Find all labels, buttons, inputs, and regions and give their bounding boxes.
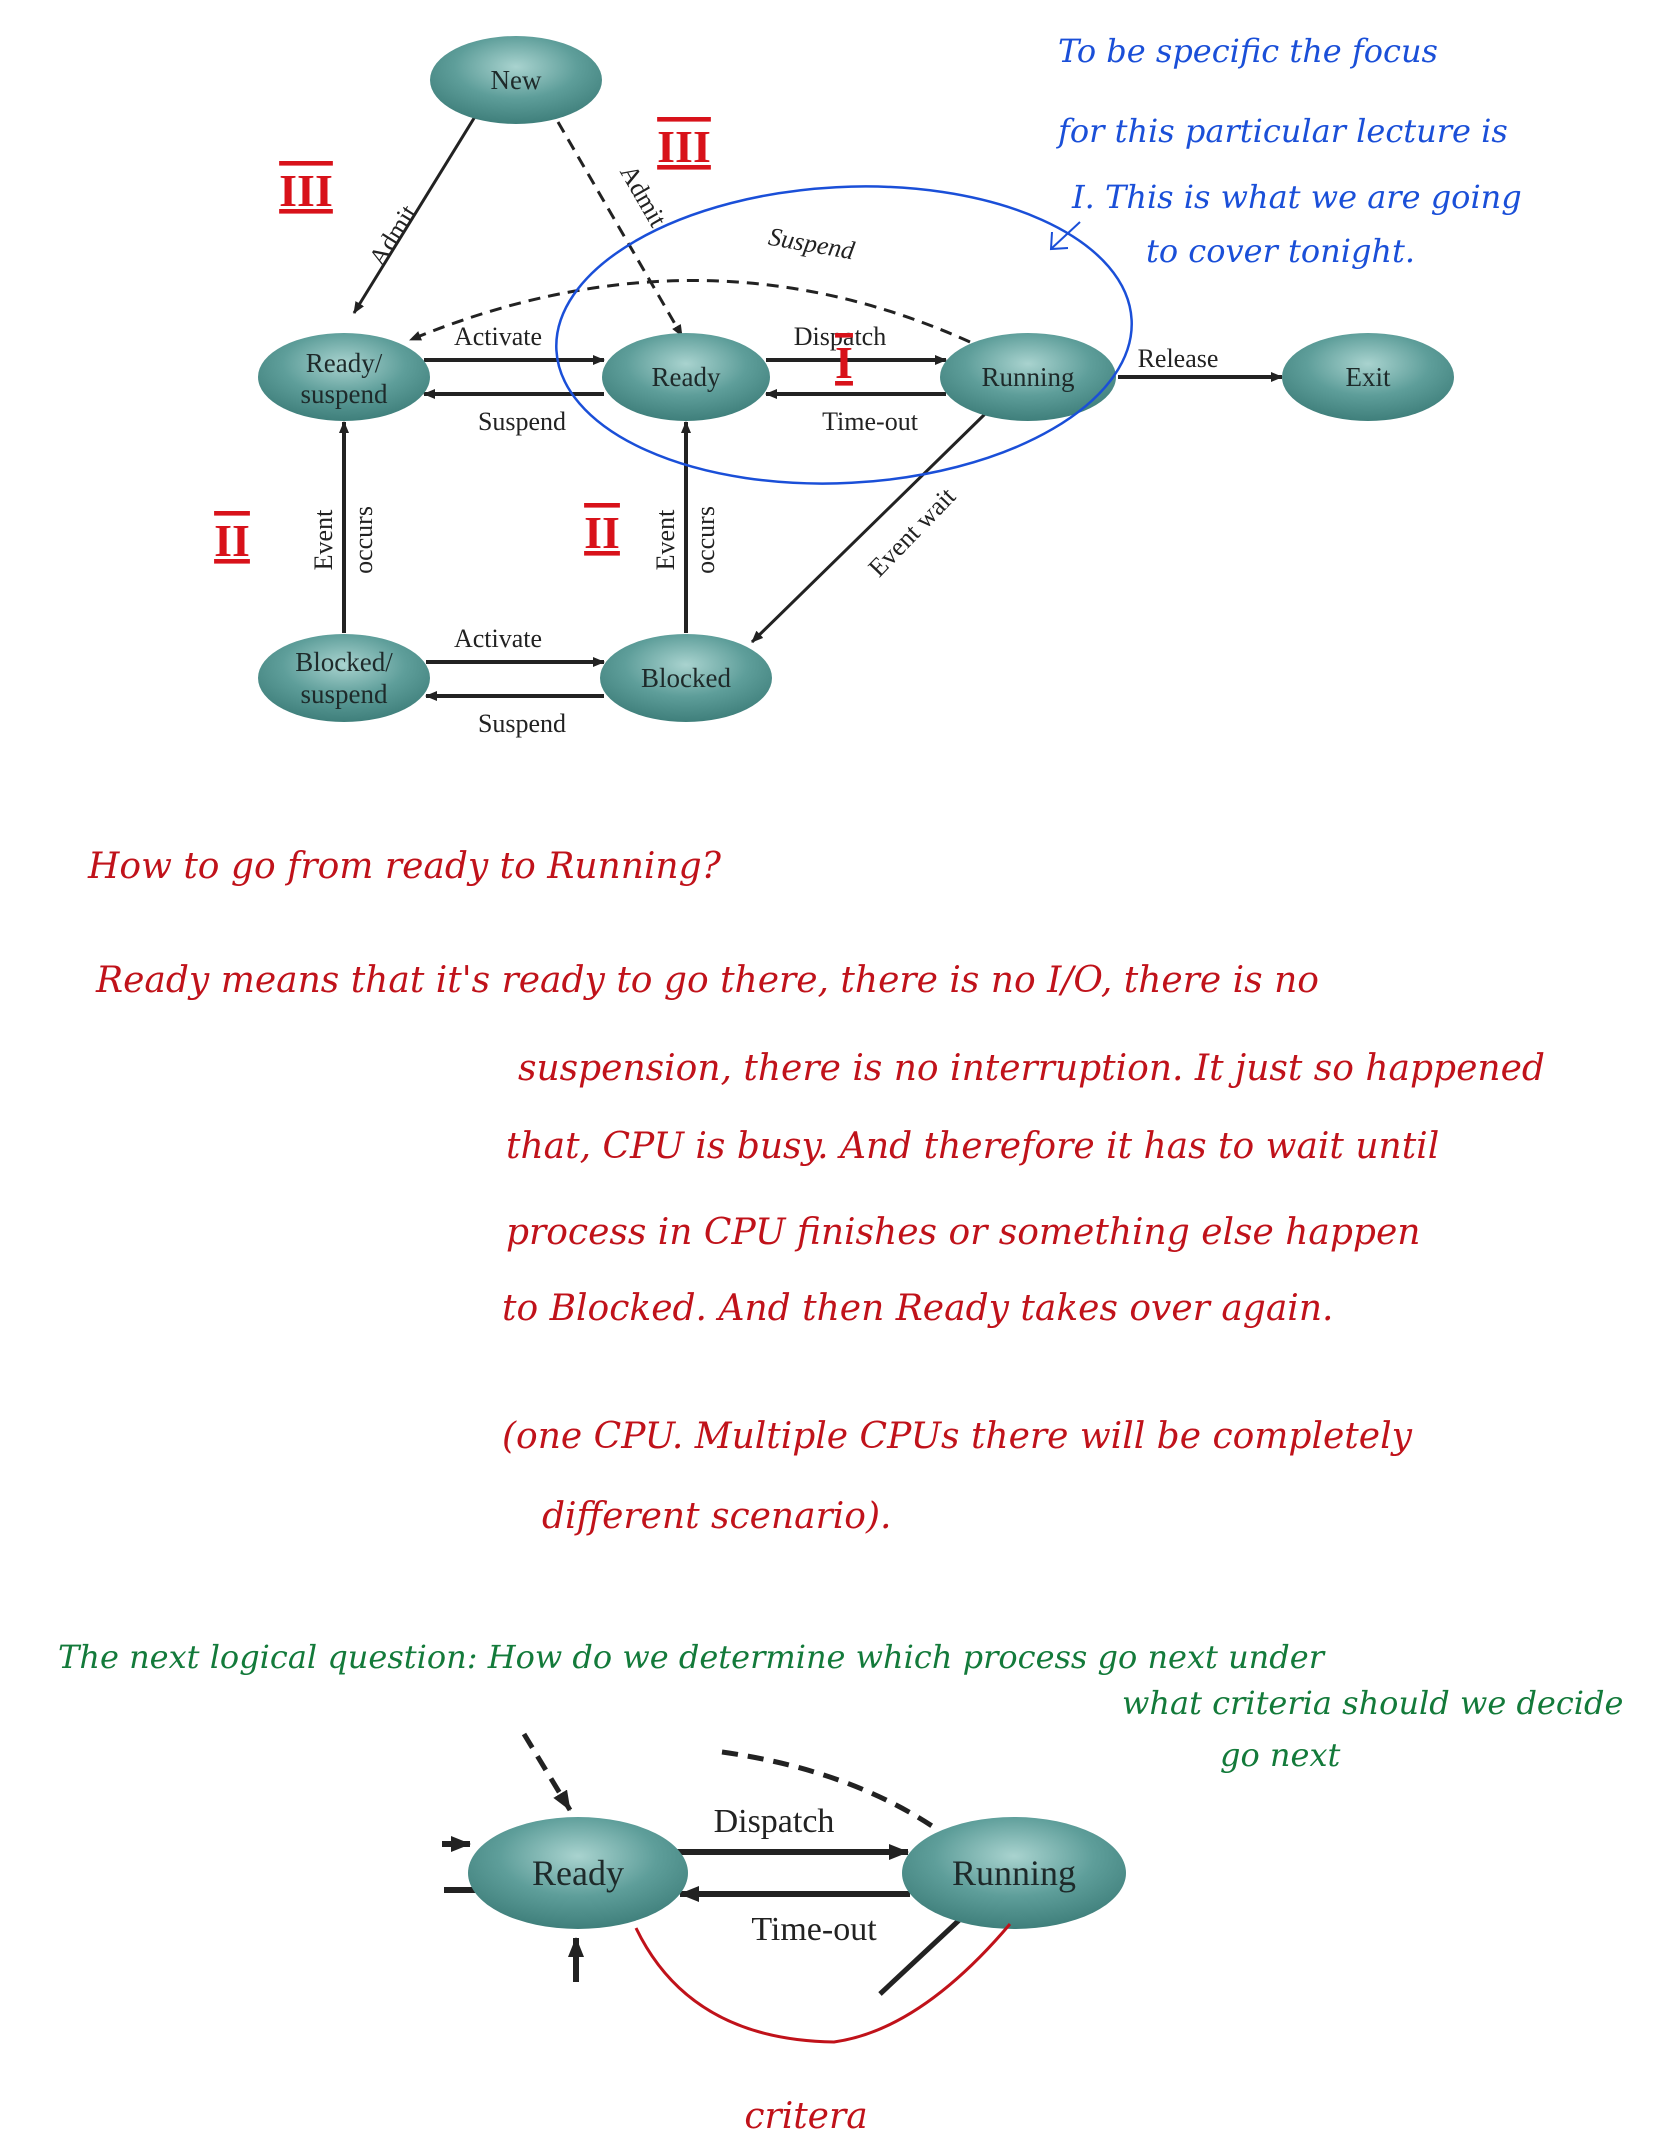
red-note-line-7: (one CPU. Multiple CPUs there will be co…: [502, 1416, 1413, 1457]
edge-suspend-mid-label: Suspend: [478, 407, 566, 436]
blue-note: To be specific the focus for this partic…: [1056, 32, 1522, 270]
node-labels: New Ready/ suspend Ready Running Exit Bl…: [295, 65, 1391, 709]
node-ready-suspend-label-2: suspend: [301, 379, 388, 409]
critera-brace: [634, 1923, 1012, 2044]
blue-pointer-arrowhead: [1049, 231, 1069, 251]
zoom-node-running-label: Running: [952, 1853, 1076, 1893]
edge-suspend-top: [409, 279, 971, 344]
edge-event-wait-label: Event wait: [863, 481, 962, 582]
roman-numeral-dispatch: I: [835, 337, 853, 388]
diagram-annotations: III III I II II: [214, 121, 1133, 566]
edge-admit-left: [352, 114, 478, 314]
zoom-node-ready-label: Ready: [532, 1853, 624, 1893]
red-note-line-3: suspension, there is no interruption. It…: [518, 1048, 1545, 1089]
green-note-line-3: go next: [1220, 1736, 1341, 1774]
zoom-incoming-dashed-arrow: [521, 1732, 573, 1812]
node-ready-suspend: [258, 333, 430, 421]
red-note: How to go from ready to Running? Ready m…: [87, 846, 1545, 1537]
blue-note-line-1: To be specific the focus: [1058, 32, 1438, 70]
edge-event-wait: [750, 412, 987, 644]
roman-numeral-top-left: III: [279, 165, 333, 216]
zoom-timeout-label: Time-out: [751, 1911, 877, 1948]
edge-admit-right: [556, 121, 684, 337]
roman-numeral-left-mid: II: [214, 515, 250, 566]
red-note-line-6: to Blocked. And then Ready takes over ag…: [502, 1288, 1333, 1329]
edge-suspend-bottom-label: Suspend: [478, 709, 566, 738]
red-note-line-5: process in CPU finishes or something els…: [506, 1212, 1420, 1253]
red-note-line-8: different scenario).: [542, 1496, 891, 1537]
roman-numeral-center-mid: II: [584, 507, 620, 558]
node-blocked-suspend-label-1: Blocked/: [295, 647, 393, 677]
edge-activate-top-label: Activate: [454, 322, 542, 351]
blue-pointer-arrow: [1051, 221, 1081, 249]
node-exit: [1282, 333, 1454, 421]
blue-note-line-4: to cover tonight.: [1146, 232, 1415, 270]
node-running-label: Running: [981, 362, 1074, 392]
node-ready-label: Ready: [652, 362, 721, 392]
zoom-suspend-dashed-curve: [721, 1749, 940, 1833]
node-blocked-suspend: [258, 634, 430, 722]
edge-event-occurs-left-label-1: Event: [309, 509, 338, 570]
red-note-line-2: Ready means that it's ready to go there,…: [95, 960, 1319, 1001]
red-note-line-1: How to go from ready to Running?: [87, 846, 722, 887]
zoom-event-wait-line: [878, 1908, 972, 1996]
node-running: [940, 333, 1116, 421]
edge-admit-left-label: Admit: [363, 199, 423, 271]
blue-focus-circle: [555, 185, 1133, 485]
zoom-dispatch-label: Dispatch: [714, 1803, 835, 1840]
node-new-label: New: [491, 65, 542, 95]
roman-numeral-top-mid: III: [657, 121, 711, 172]
edge-timeout-label: Time-out: [822, 407, 919, 436]
edge-dispatch-label: Dispatch: [794, 322, 886, 351]
zoom-node-ready: [468, 1817, 688, 1929]
blue-note-line-2: for this particular lecture is: [1056, 112, 1508, 150]
edge-labels: Admit Admit Suspend Activate Suspend Dis…: [309, 160, 1218, 738]
edge-event-occurs-right-label-2: occurs: [691, 506, 720, 574]
zoom-node-running: [902, 1817, 1126, 1929]
node-new: [430, 36, 602, 124]
node-blocked-label: Blocked: [641, 663, 731, 693]
critera-label: critera: [744, 2096, 867, 2137]
node-ready: [602, 333, 770, 421]
node-ready-suspend-label-1: Ready/: [306, 348, 383, 378]
node-exit-label: Exit: [1346, 362, 1391, 392]
zoom-diagram: Ready Running Dispatch Time-out critera: [442, 1732, 1126, 2137]
edge-event-occurs-left-label-2: occurs: [349, 506, 378, 574]
diagram-nodes: [258, 36, 1454, 722]
diagram-edges: [339, 114, 1283, 701]
edge-release-label: Release: [1138, 344, 1219, 373]
node-blocked-suspend-label-2: suspend: [301, 679, 388, 709]
node-blocked: [600, 634, 772, 722]
edge-activate-bottom-label: Activate: [454, 624, 542, 653]
red-note-line-4: that, CPU is busy. And therefore it has …: [506, 1126, 1439, 1167]
green-note-line-1: The next logical question: How do we det…: [58, 1638, 1326, 1676]
green-note: The next logical question: How do we det…: [58, 1638, 1623, 1774]
green-note-line-2: what criteria should we decide: [1122, 1684, 1623, 1722]
edge-suspend-top-label: Suspend: [766, 222, 857, 266]
blue-note-line-3: I. This is what we are going: [1071, 178, 1522, 216]
edge-event-occurs-right-label-1: Event: [651, 509, 680, 570]
